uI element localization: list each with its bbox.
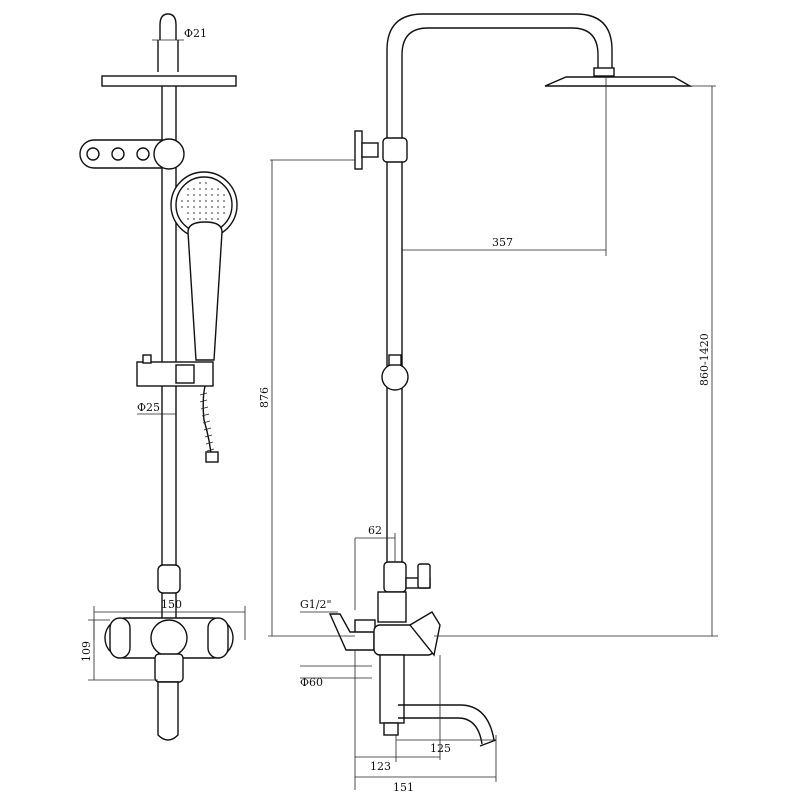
nozzle-dot <box>187 212 189 214</box>
total-height-dimension: 860-1420 <box>434 86 718 637</box>
front-view: Φ25 Φ21 150 109 <box>79 13 246 741</box>
hose-front <box>199 385 219 463</box>
nozzle-dot <box>223 200 225 202</box>
overall-depth-dimension: 151 <box>355 748 497 794</box>
nozzle-dot <box>217 194 219 196</box>
spout-length-label: 125 <box>430 742 451 755</box>
inlet-distance-dimension: 123 <box>354 650 441 790</box>
mixer-front <box>104 617 234 741</box>
nozzle-dot <box>199 182 201 184</box>
nozzle-dot <box>181 206 183 208</box>
nozzle-dot <box>199 188 201 190</box>
nozzle-dot <box>193 218 195 220</box>
nozzle-dot <box>217 188 219 190</box>
nozzle-dot <box>211 218 213 220</box>
head-reach-dimension: 357 <box>402 76 607 256</box>
mixer-height-dimension: 109 <box>80 619 158 681</box>
nozzle-dot <box>211 194 213 196</box>
diverter-knob-front <box>79 138 185 170</box>
rain-head-side <box>544 67 716 87</box>
nozzle-dot <box>187 206 189 208</box>
offset-label: 62 <box>368 524 382 537</box>
offset-dimension: 62 <box>354 524 396 610</box>
nozzle-dot <box>193 212 195 214</box>
mixer-height-label: 109 <box>80 641 93 662</box>
thread-callout: G1/2" <box>300 598 338 613</box>
arm-diameter-label: Φ21 <box>184 27 207 40</box>
nozzle-dot <box>193 194 195 196</box>
nozzle-dot <box>211 200 213 202</box>
riser-pipe-side <box>386 140 403 565</box>
nozzle-dot <box>187 218 189 220</box>
total-height-label: 860-1420 <box>698 333 711 386</box>
nozzle-dot <box>217 212 219 214</box>
thread-label: G1/2" <box>300 598 332 611</box>
nozzle-dot <box>199 200 201 202</box>
nozzle-dot <box>199 206 201 208</box>
shower-arm-top <box>152 13 184 72</box>
nozzle-dot <box>205 218 207 220</box>
nozzle-dot <box>193 200 195 202</box>
nozzle-dot <box>199 218 201 220</box>
rain-head-front <box>101 75 237 87</box>
nozzle-dot <box>223 194 225 196</box>
nozzle-dot <box>187 194 189 196</box>
nozzle-dot <box>199 212 201 214</box>
wall-height-dimension: 876 <box>258 159 355 637</box>
nozzle-dot <box>181 200 183 202</box>
nozzle-dot <box>211 206 213 208</box>
body-diameter-label: Φ60 <box>300 676 323 689</box>
wall-height-label: 876 <box>258 387 271 408</box>
nozzle-dot <box>223 206 225 208</box>
side-view: 357 876 860-1420 62 G1/2" <box>258 13 718 794</box>
wall-bracket-side <box>354 130 408 170</box>
nozzle-dot <box>187 200 189 202</box>
mixer-side <box>328 561 497 747</box>
nozzle-dot <box>205 194 207 196</box>
nozzle-dot <box>187 188 189 190</box>
shower-arm-curve <box>386 13 613 140</box>
nozzle-dot <box>205 206 207 208</box>
nozzle-dot <box>205 182 207 184</box>
nozzle-dot <box>217 200 219 202</box>
nozzle-dot <box>205 212 207 214</box>
nozzle-dot <box>193 188 195 190</box>
hand-shower-front <box>170 171 238 361</box>
nozzle-dot <box>217 206 219 208</box>
nozzle-dot <box>193 206 195 208</box>
pipe-diameter-label: Φ25 <box>137 401 160 414</box>
inlet-distance-label: 123 <box>370 760 391 773</box>
nozzle-dot <box>211 212 213 214</box>
nozzle-dot <box>223 212 225 214</box>
head-reach-label: 357 <box>492 236 513 249</box>
nozzle-dot <box>205 188 207 190</box>
middle-coupling-side <box>381 363 409 391</box>
nozzle-dot <box>211 188 213 190</box>
nozzle-dot <box>199 194 201 196</box>
nozzle-dot <box>205 200 207 202</box>
body-diameter-dimension: Φ60 <box>300 665 372 689</box>
lower-coupling-front <box>157 564 181 618</box>
overall-depth-label: 151 <box>393 781 414 794</box>
slide-holder-front <box>136 354 214 387</box>
spout-length-dimension: 125 <box>395 735 497 762</box>
nozzle-dot <box>217 218 219 220</box>
mixer-width-label: 150 <box>161 598 182 611</box>
